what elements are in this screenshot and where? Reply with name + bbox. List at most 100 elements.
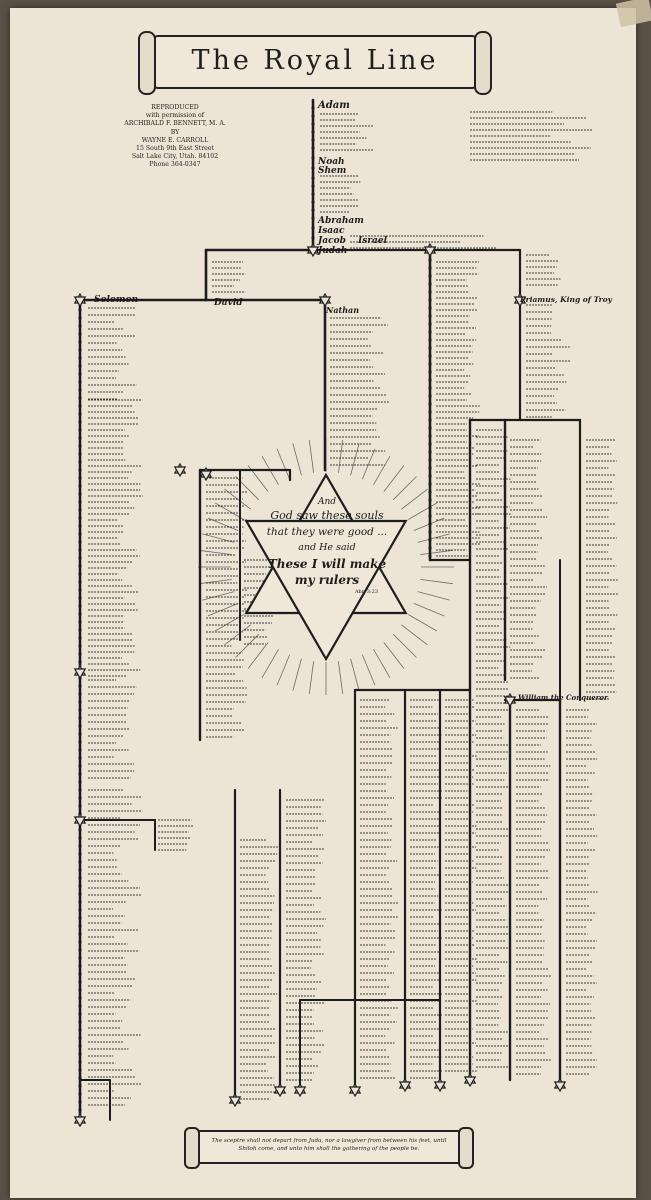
lineage-dot — [78, 636, 82, 640]
lineage-dot — [428, 514, 432, 518]
lineage-dot — [428, 434, 432, 438]
lineage-dot — [78, 540, 82, 544]
lineage-dot — [428, 498, 432, 502]
title-banner: The Royal Line — [138, 31, 492, 95]
star-of-david-icon — [244, 519, 408, 662]
star-of-david-icon — [433, 1081, 447, 1093]
lineage-dot — [78, 468, 82, 472]
lineage-dot — [78, 652, 82, 656]
name-solomon: Solomon — [94, 295, 138, 305]
lineage-dot — [78, 604, 82, 608]
star-ray — [350, 658, 360, 691]
star-ray — [276, 654, 291, 686]
star-ray — [401, 488, 428, 510]
lineage-dot — [78, 628, 82, 632]
lineage-dot — [78, 588, 82, 592]
credit-line: BY — [170, 128, 180, 136]
lineage-dot — [78, 788, 82, 792]
lineage-dot — [78, 884, 82, 888]
lineage-dot — [428, 450, 432, 454]
star-of-david-icon — [423, 246, 437, 258]
star-ray — [401, 624, 428, 646]
quote-line: And — [317, 497, 337, 507]
star-ray — [413, 602, 445, 617]
lineage-dot — [78, 1084, 82, 1088]
lineage-dot — [311, 156, 315, 160]
quote-citation: Abr. 3:23 — [354, 589, 378, 595]
credit-line: 15 South 9th East Street — [136, 145, 214, 153]
lineage-dot — [78, 700, 82, 704]
credit-line: REPRODUCED — [151, 104, 199, 111]
lineage-dot — [78, 948, 82, 952]
lineage-dot — [428, 362, 432, 366]
lineage-dot — [428, 426, 432, 430]
lineage-dot — [78, 916, 82, 920]
lineage-dot — [311, 122, 315, 126]
lineage-dot — [78, 716, 82, 720]
star-ray — [383, 465, 405, 492]
star-ray — [199, 579, 232, 585]
star-ray — [338, 661, 344, 694]
star-ray — [350, 443, 360, 476]
name-israel: Israel — [358, 236, 387, 246]
lineage-dot — [78, 684, 82, 688]
lineage-dot — [78, 644, 82, 648]
quote-line: my rulers — [294, 573, 360, 587]
lineage-dot — [311, 226, 315, 230]
lineage-dot — [428, 482, 432, 486]
star-ray — [338, 440, 344, 473]
lineage-dot — [78, 780, 82, 784]
lineage-dot — [78, 940, 82, 944]
lineage-dot — [428, 322, 432, 326]
star-of-david-icon — [273, 1086, 287, 1098]
lineage-dot — [78, 444, 82, 448]
lineage-dot — [428, 354, 432, 358]
lineage-dot — [78, 724, 82, 728]
lineage-dot — [428, 394, 432, 398]
lineage-dot — [78, 1020, 82, 1024]
star-ray — [392, 476, 417, 501]
credit-line: Phone 364-0347 — [149, 161, 201, 169]
credit-line: WAYNE E. CARROLL — [141, 136, 209, 144]
star-of-david-icon — [398, 1081, 412, 1093]
lineage-dot — [78, 1076, 82, 1080]
lineage-dot — [428, 378, 432, 382]
lineage-dot — [78, 404, 82, 408]
star-of-david-icon — [348, 1086, 362, 1098]
lineage-dot — [428, 530, 432, 534]
lineage-dot — [78, 532, 82, 536]
footer-quote: The sceptre shall not depart from Juda, … — [211, 1138, 447, 1152]
star-ray — [408, 502, 438, 520]
star-ray — [308, 661, 314, 694]
lineage-dot — [78, 324, 82, 328]
credit-line: Salt Lake City, Utah. 84102 — [131, 153, 219, 161]
star-ray — [408, 614, 438, 632]
lineage-dot — [78, 364, 82, 368]
star-ray — [417, 591, 450, 601]
lineage-dot — [78, 956, 82, 960]
lineage-dot — [78, 396, 82, 400]
lineage-dot — [311, 166, 315, 170]
lineage-dot — [78, 732, 82, 736]
lineage-dot — [78, 1108, 82, 1112]
lineage-dot — [428, 314, 432, 318]
lineage-dot — [78, 572, 82, 576]
lineage-dot — [311, 146, 315, 150]
star-ray — [261, 649, 279, 679]
lineage-dot — [78, 932, 82, 936]
lineage-dot — [78, 476, 82, 480]
lineage-dot — [78, 924, 82, 928]
star-of-david-icon — [553, 1081, 567, 1093]
lineage-dot — [78, 516, 82, 520]
star-of-david-icon — [73, 296, 87, 308]
lineage-dot — [311, 176, 315, 180]
star-ray — [383, 642, 405, 669]
lineage-dot — [78, 1092, 82, 1096]
lineage-dot — [78, 972, 82, 976]
lineage-dot — [78, 1028, 82, 1032]
star-of-david-icon — [513, 296, 527, 308]
lineage-dot — [78, 900, 82, 904]
lineage-dot — [78, 316, 82, 320]
quote-line: and He said — [298, 542, 356, 553]
